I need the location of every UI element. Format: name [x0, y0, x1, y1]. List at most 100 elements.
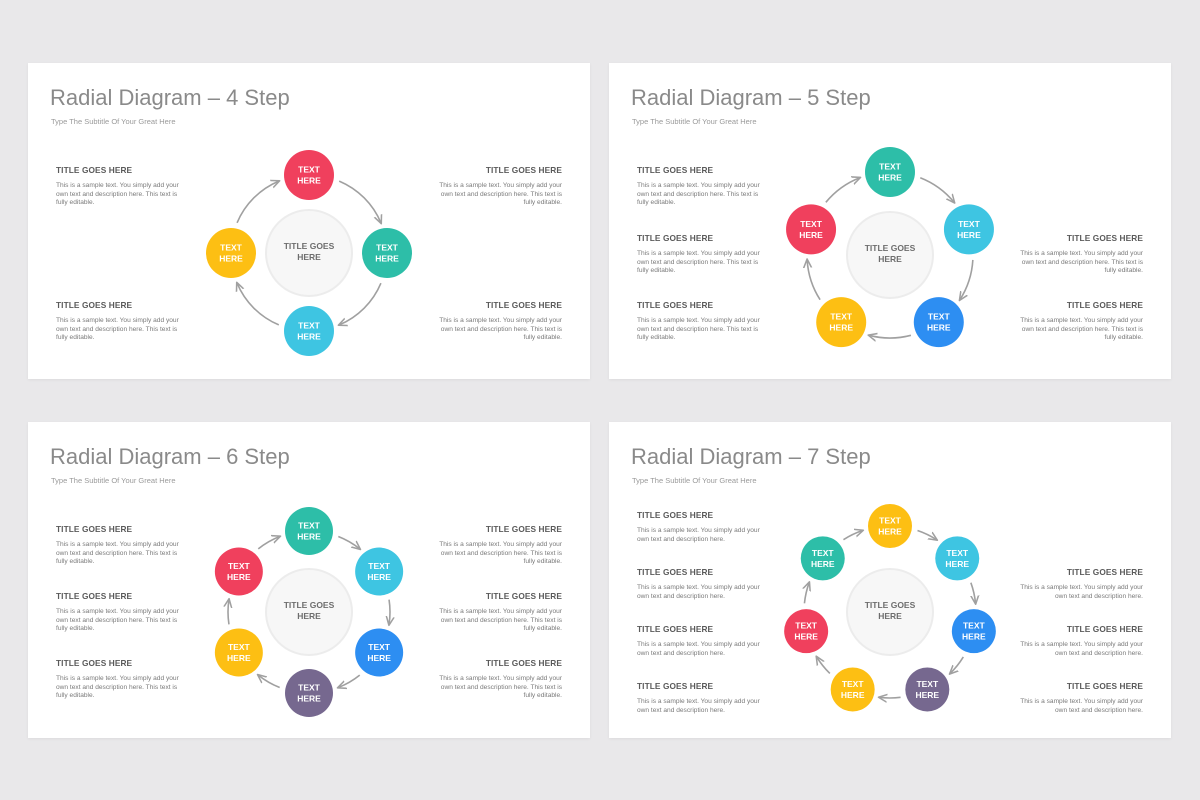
text-block-description: This is a sample text. You simply add yo… — [56, 182, 179, 207]
center-title-text: TITLE GOES — [865, 243, 916, 253]
text-block-description: This is a sample text. You simply add yo… — [637, 317, 760, 342]
text-block-description: This is a sample text. You simply add yo… — [1020, 584, 1143, 600]
text-block: TITLE GOES HERE This is a sample text. Y… — [432, 165, 562, 208]
radial-diagram: TITLE GOESHERETEXTHERETEXTHERETEXTHERETE… — [786, 147, 994, 348]
step-node-label: HERE — [799, 230, 823, 240]
step-node-label: HERE — [297, 332, 321, 342]
slide-7-step: Radial Diagram – 7 Step Type The Subtitl… — [609, 422, 1171, 738]
flow-arrow — [257, 536, 279, 550]
text-block-description: This is a sample text. You simply add yo… — [637, 527, 760, 543]
step-node-circle — [800, 536, 845, 581]
text-block-description: This is a sample text. You simply add yo… — [56, 541, 179, 566]
step-node-label: TEXT — [879, 162, 902, 172]
flow-arrow — [237, 283, 280, 326]
text-block-description: This is a sample text. You simply add yo… — [637, 641, 760, 657]
text-block-title: TITLE GOES HERE — [1066, 624, 1143, 634]
step-node-circle — [951, 609, 996, 654]
text-block-description: This is a sample text. You simply add yo… — [439, 182, 562, 207]
slide-subtitle: Type The Subtitle Of Your Great Here — [51, 476, 176, 485]
step-node-circle — [905, 667, 950, 712]
text-block-title: TITLE GOES HERE — [1066, 567, 1143, 577]
step-node-label: TEXT — [958, 219, 981, 229]
text-block-description: This is a sample text. You simply add yo… — [56, 675, 179, 700]
text-block-title: TITLE GOES HERE — [637, 510, 714, 520]
step-node-label: TEXT — [812, 548, 835, 558]
text-block: TITLE GOES HERE This is a sample text. Y… — [637, 567, 767, 601]
center-title-text: HERE — [297, 252, 321, 262]
text-block: TITLE GOES HERE This is a sample text. Y… — [1013, 233, 1143, 276]
text-block: TITLE GOES HERE This is a sample text. Y… — [1013, 567, 1143, 601]
step-node-label: TEXT — [795, 621, 818, 631]
text-block-title: TITLE GOES HERE — [1066, 300, 1143, 310]
text-block-description: This is a sample text. You simply add yo… — [56, 608, 179, 633]
radial-diagram: TITLE GOESHERETEXTHERETEXTHERETEXTHERETE… — [214, 507, 404, 717]
center-title-text: TITLE GOES — [865, 600, 916, 610]
flow-arrow — [338, 535, 359, 548]
flow-arrow — [825, 178, 860, 203]
step-node-label: HERE — [367, 653, 391, 663]
step-node-label: TEXT — [800, 219, 823, 229]
step-node-label: HERE — [841, 690, 865, 700]
text-block: TITLE GOES HERE This is a sample text. Y… — [56, 591, 186, 634]
step-node-label: TEXT — [298, 165, 321, 175]
text-block-title: TITLE GOES HERE — [637, 681, 714, 691]
text-block-description: This is a sample text. You simply add yo… — [439, 317, 562, 342]
step-node-label: TEXT — [928, 312, 951, 322]
text-block-title: TITLE GOES HERE — [485, 300, 562, 310]
step-node-circle — [285, 669, 333, 717]
text-block-title: TITLE GOES HERE — [637, 165, 714, 175]
text-block-title: TITLE GOES HERE — [56, 300, 133, 310]
text-block: TITLE GOES HERE This is a sample text. Y… — [637, 624, 767, 658]
text-block: TITLE GOES HERE This is a sample text. Y… — [1013, 300, 1143, 343]
step-node-label: HERE — [878, 527, 902, 537]
text-block: TITLE GOES HERE This is a sample text. Y… — [637, 233, 767, 276]
step-node-label: TEXT — [946, 548, 969, 558]
text-block: TITLE GOES HERE This is a sample text. Y… — [637, 300, 767, 343]
slide-subtitle: Type The Subtitle Of Your Great Here — [632, 117, 757, 126]
step-node-circle — [816, 297, 867, 348]
flow-arrow — [869, 335, 912, 338]
slide-4-step: Radial Diagram – 4 Step Type The Subtitl… — [28, 63, 590, 379]
center-title-text: TITLE GOES — [284, 600, 335, 610]
text-block: TITLE GOES HERE This is a sample text. Y… — [432, 658, 562, 701]
text-block: TITLE GOES HERE This is a sample text. Y… — [432, 524, 562, 567]
text-block-title: TITLE GOES HERE — [485, 524, 562, 534]
flow-arrow — [843, 531, 862, 541]
step-node-label: TEXT — [916, 679, 939, 689]
text-block-description: This is a sample text. You simply add yo… — [1020, 317, 1143, 342]
step-node-circle — [206, 228, 256, 278]
center-title-text: HERE — [878, 611, 902, 621]
step-node-label: TEXT — [220, 243, 243, 253]
radial-diagram: TITLE GOESHERETEXTHERETEXTHERETEXTHERETE… — [784, 504, 996, 712]
text-block: TITLE GOES HERE This is a sample text. Y… — [56, 658, 186, 701]
step-node-circle — [285, 507, 333, 555]
center-title-text: TITLE GOES — [284, 241, 335, 251]
text-block-description: This is a sample text. You simply add yo… — [637, 250, 760, 275]
text-block-title: TITLE GOES HERE — [56, 591, 133, 601]
flow-arrow — [817, 657, 831, 675]
text-block-title: TITLE GOES HERE — [637, 233, 714, 243]
step-node-label: HERE — [297, 532, 321, 542]
step-node-circle — [214, 547, 263, 596]
text-block-description: This is a sample text. You simply add yo… — [439, 608, 562, 633]
step-node-label: HERE — [297, 176, 321, 186]
step-node-circle — [865, 147, 915, 197]
text-block: TITLE GOES HERE This is a sample text. Y… — [637, 165, 767, 208]
flow-arrow — [339, 282, 382, 325]
step-node-circle — [830, 667, 875, 712]
text-block-title: TITLE GOES HERE — [637, 300, 714, 310]
